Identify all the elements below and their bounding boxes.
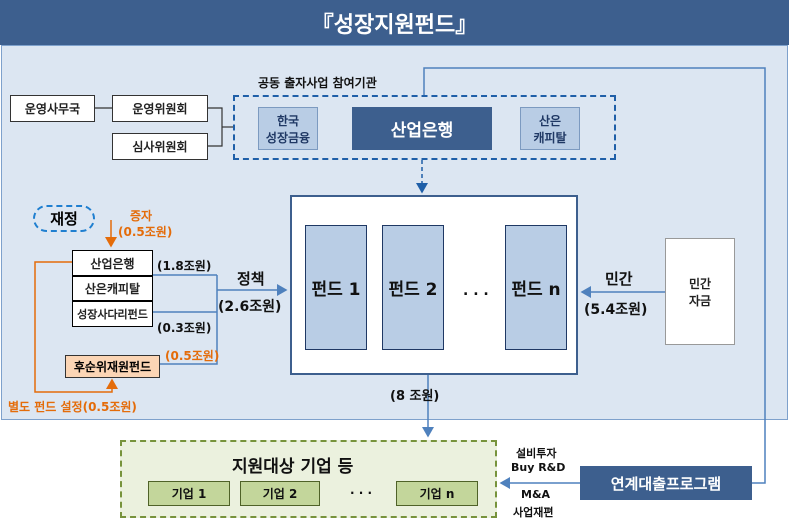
subordinated-amount: (0.5조원) [165, 349, 220, 363]
company-1: 기업 1 [148, 481, 230, 506]
loan-label-1: 설비투자 [516, 447, 557, 460]
fund-n: 펀드 n [505, 225, 567, 350]
secretariat-box: 운영사무국 [10, 95, 95, 122]
kgrowth-box: 한국 성장금융 [258, 107, 318, 150]
loan-label-4: 사업재편 [513, 506, 554, 519]
company-n: 기업 n [396, 481, 478, 506]
private-amount: (5.4조원) [584, 302, 648, 318]
fund-2: 펀드 2 [382, 225, 444, 350]
kdbcap-row: 산은캐피탈 [72, 276, 153, 301]
finance-pill: 재정 [33, 205, 95, 232]
fund-total: (8 조원) [390, 389, 440, 404]
kdb-row: 산업은행 [72, 250, 153, 276]
company-2: 기업 2 [240, 481, 320, 506]
capital-increase-label: 증자 [130, 209, 153, 223]
linked-loan-program-box: 연계대출프로그램 [580, 466, 752, 500]
kdbcap-box: 산은 캐피탈 [520, 107, 580, 150]
subordinated-fund-box: 후순위재원펀드 [65, 355, 160, 378]
private-funds-box: 민간 자금 [665, 238, 735, 345]
kdb-box: 산업은행 [352, 107, 492, 150]
diagram-title: 『성장지원펀드』 [0, 0, 789, 45]
private-label: 민간 [605, 270, 633, 288]
loan-label-3: M&A [521, 488, 551, 501]
fund-1: 펀드 1 [305, 225, 367, 350]
policy-label: 정책 [237, 270, 265, 288]
ladder-amount: (0.3조원) [157, 321, 212, 335]
capital-increase-amount: (0.5조원) [118, 225, 173, 239]
review-committee-box: 심사위원회 [112, 133, 208, 160]
policy-amount: (2.6조원) [218, 299, 282, 315]
fund-ellipsis: . . . [463, 283, 489, 299]
target-title: 지원대상 기업 등 [232, 457, 354, 477]
kdb-amount: (1.8조원) [157, 259, 212, 273]
separate-fund-label: 별도 펀드 설정(0.5조원) [8, 400, 137, 414]
company-ellipsis: · · · [350, 486, 373, 500]
joint-institutions-group [233, 95, 616, 160]
ladder-fund-row: 성장사다리펀드 [72, 301, 153, 327]
loan-label-2: Buy R&D [511, 461, 566, 474]
committee-box: 운영위원회 [112, 95, 208, 122]
joint-label: 공동 출자사업 참여기관 [258, 76, 377, 90]
